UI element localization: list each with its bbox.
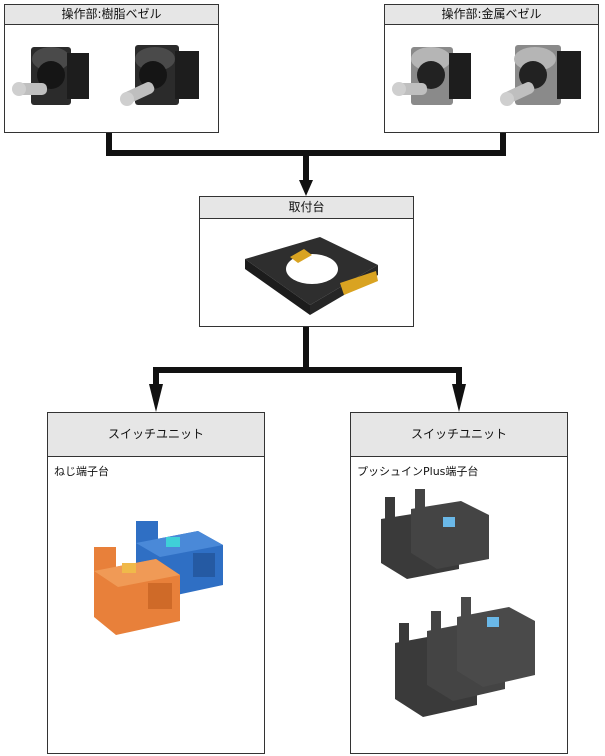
mount-box: 取付台 bbox=[199, 196, 414, 327]
key-switch-resin-1 bbox=[12, 47, 89, 105]
key-switch-resin-2 bbox=[120, 45, 199, 106]
push-block-top-2 bbox=[411, 489, 489, 569]
arrow-to-switch-screw bbox=[149, 384, 163, 412]
switch-screw-title: スイッチユニット bbox=[48, 413, 264, 457]
operator-metal-box: 操作部:金属ベゼル bbox=[384, 4, 599, 133]
switch-push-box: スイッチユニット プッシュインPlus端子台 bbox=[350, 412, 568, 754]
key-switch-metal-image bbox=[392, 45, 581, 106]
connector-split bbox=[153, 367, 462, 388]
operator-resin-title: 操作部:樹脂ベゼル bbox=[5, 5, 218, 25]
push-block-bottom-3 bbox=[457, 597, 535, 687]
key-switch-metal-2 bbox=[500, 45, 581, 106]
switch-push-title: スイッチユニット bbox=[351, 413, 567, 457]
switch-screw-terminal-label: ねじ端子台 bbox=[54, 465, 109, 478]
connector-top bbox=[106, 133, 506, 156]
mount-title: 取付台 bbox=[200, 197, 413, 219]
orange-contact-block bbox=[94, 547, 180, 635]
switch-screw-image bbox=[94, 521, 223, 635]
key-switch-metal-1 bbox=[392, 47, 471, 105]
switch-push-terminal-label: プッシュインPlus端子台 bbox=[357, 465, 479, 478]
arrow-to-mount bbox=[299, 180, 313, 196]
mount-image bbox=[245, 237, 378, 315]
key-switch-resin-image bbox=[12, 45, 199, 106]
arrow-to-switch-push bbox=[452, 384, 466, 412]
operator-metal-title: 操作部:金属ベゼル bbox=[385, 5, 598, 25]
switch-screw-box: スイッチユニット ねじ端子台 bbox=[47, 412, 265, 754]
operator-resin-box: 操作部:樹脂ベゼル bbox=[4, 4, 219, 133]
switch-push-image bbox=[381, 489, 535, 717]
